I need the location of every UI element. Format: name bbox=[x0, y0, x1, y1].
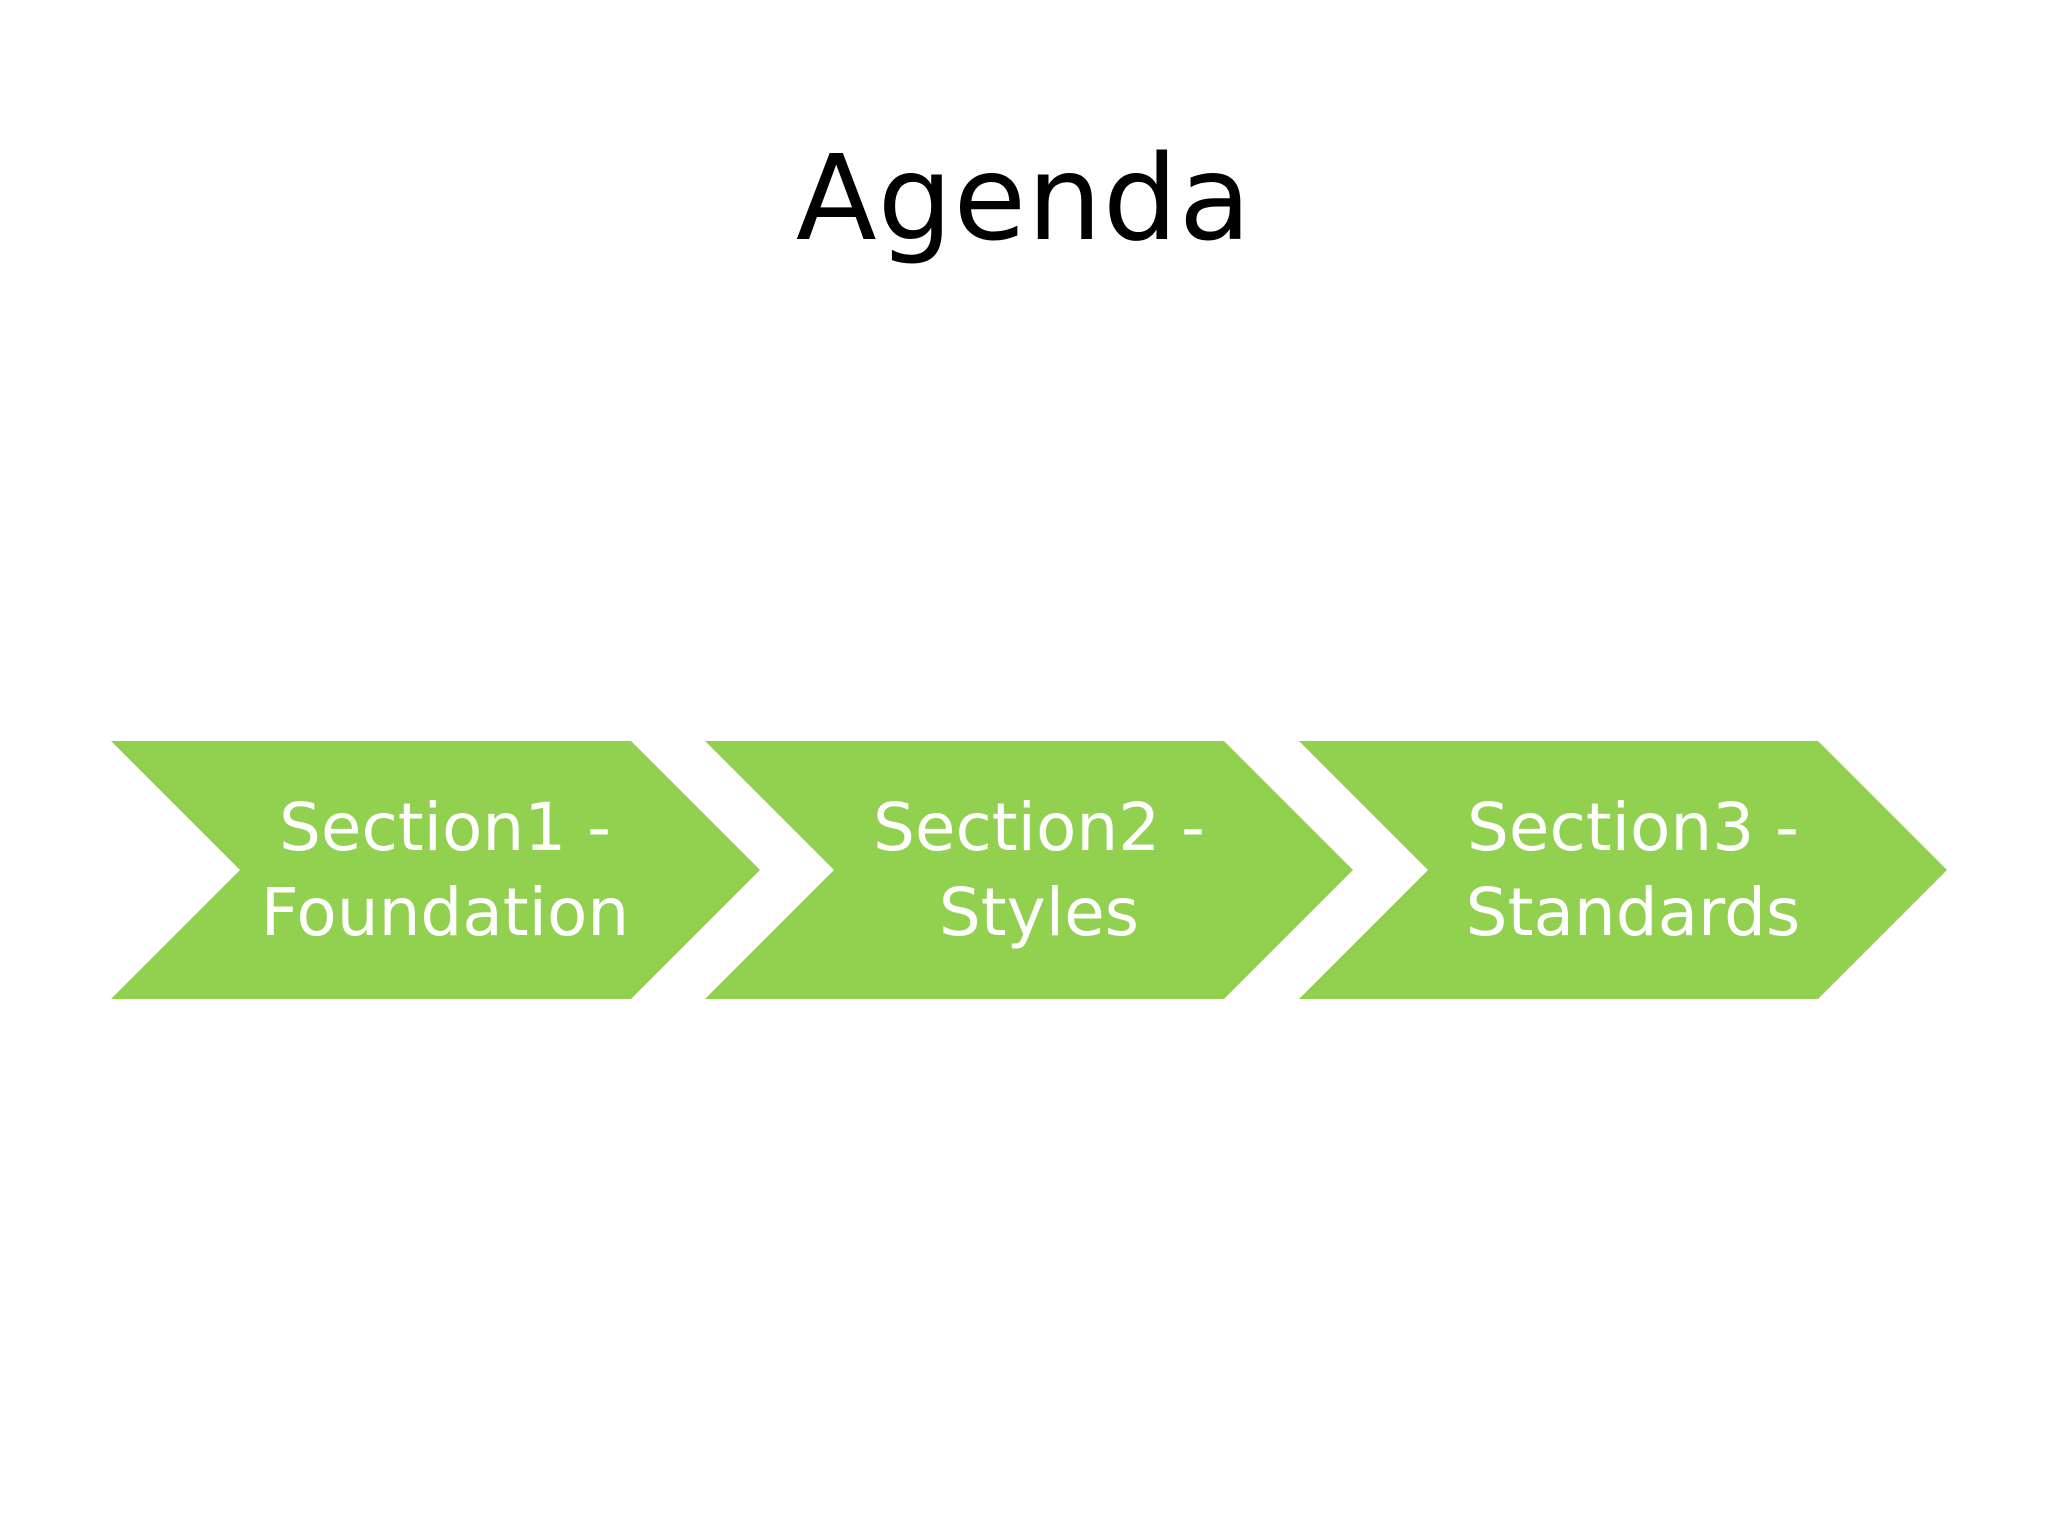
slide-title: Agenda bbox=[795, 129, 1253, 267]
step-label-2: Section2 - Styles bbox=[873, 789, 1205, 951]
step-label-3: Section3 - Standards bbox=[1465, 789, 1801, 951]
step-label-1: Section1 - Foundation bbox=[260, 789, 630, 951]
